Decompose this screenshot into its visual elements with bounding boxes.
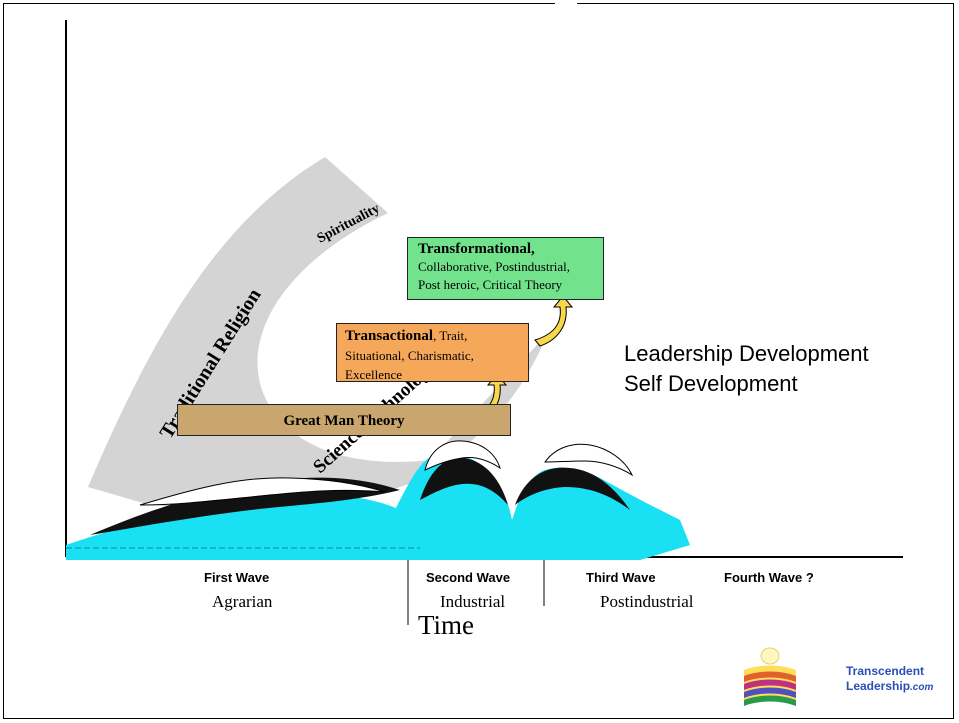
third-wave-label: Third Wave: [586, 570, 656, 585]
right-text: Leadership Development Self Development: [624, 339, 869, 399]
industrial-label: Industrial: [440, 592, 506, 611]
transcendent-logo-icon: [744, 647, 796, 706]
logo-line-2-main: Leadership: [846, 679, 911, 693]
second-wave-label: Second Wave: [426, 570, 511, 585]
logo-suffix: .com: [910, 682, 934, 693]
leadership-development-text: Leadership Development: [624, 341, 869, 366]
transformational-box: Transformational, Collaborative, Postind…: [407, 237, 604, 300]
arrow-up-2: [534, 295, 574, 347]
great-man-theory-title: Great Man Theory: [283, 413, 405, 429]
transformational-title: Transformational,: [418, 241, 535, 257]
first-wave-label: First Wave: [204, 570, 270, 585]
logo-line-2: Leadership.com: [846, 679, 933, 695]
fourth-wave-label: Fourth Wave ?: [724, 570, 814, 585]
logo-line-1: Transcendent: [846, 664, 925, 678]
postindustrial-label: Postindustrial: [600, 592, 694, 611]
agrarian-label: Agrarian: [212, 592, 273, 611]
great-man-theory-box: Great Man Theory: [177, 404, 511, 436]
ocean-waves: [66, 440, 690, 560]
time-axis-label: Time: [418, 610, 475, 640]
transactional-sep: ,: [433, 328, 440, 343]
self-development-text: Self Development: [624, 371, 798, 396]
transactional-title: Transactional: [345, 328, 434, 344]
transactional-detail: Trait, Situational, Charismatic, Excelle…: [345, 328, 474, 382]
transactional-box: Transactional, Trait, Situational, Chari…: [336, 323, 529, 382]
logo-text: Transcendent Leadership.com: [846, 664, 933, 695]
transformational-detail: Collaborative, Postindustrial, Post hero…: [418, 259, 571, 292]
